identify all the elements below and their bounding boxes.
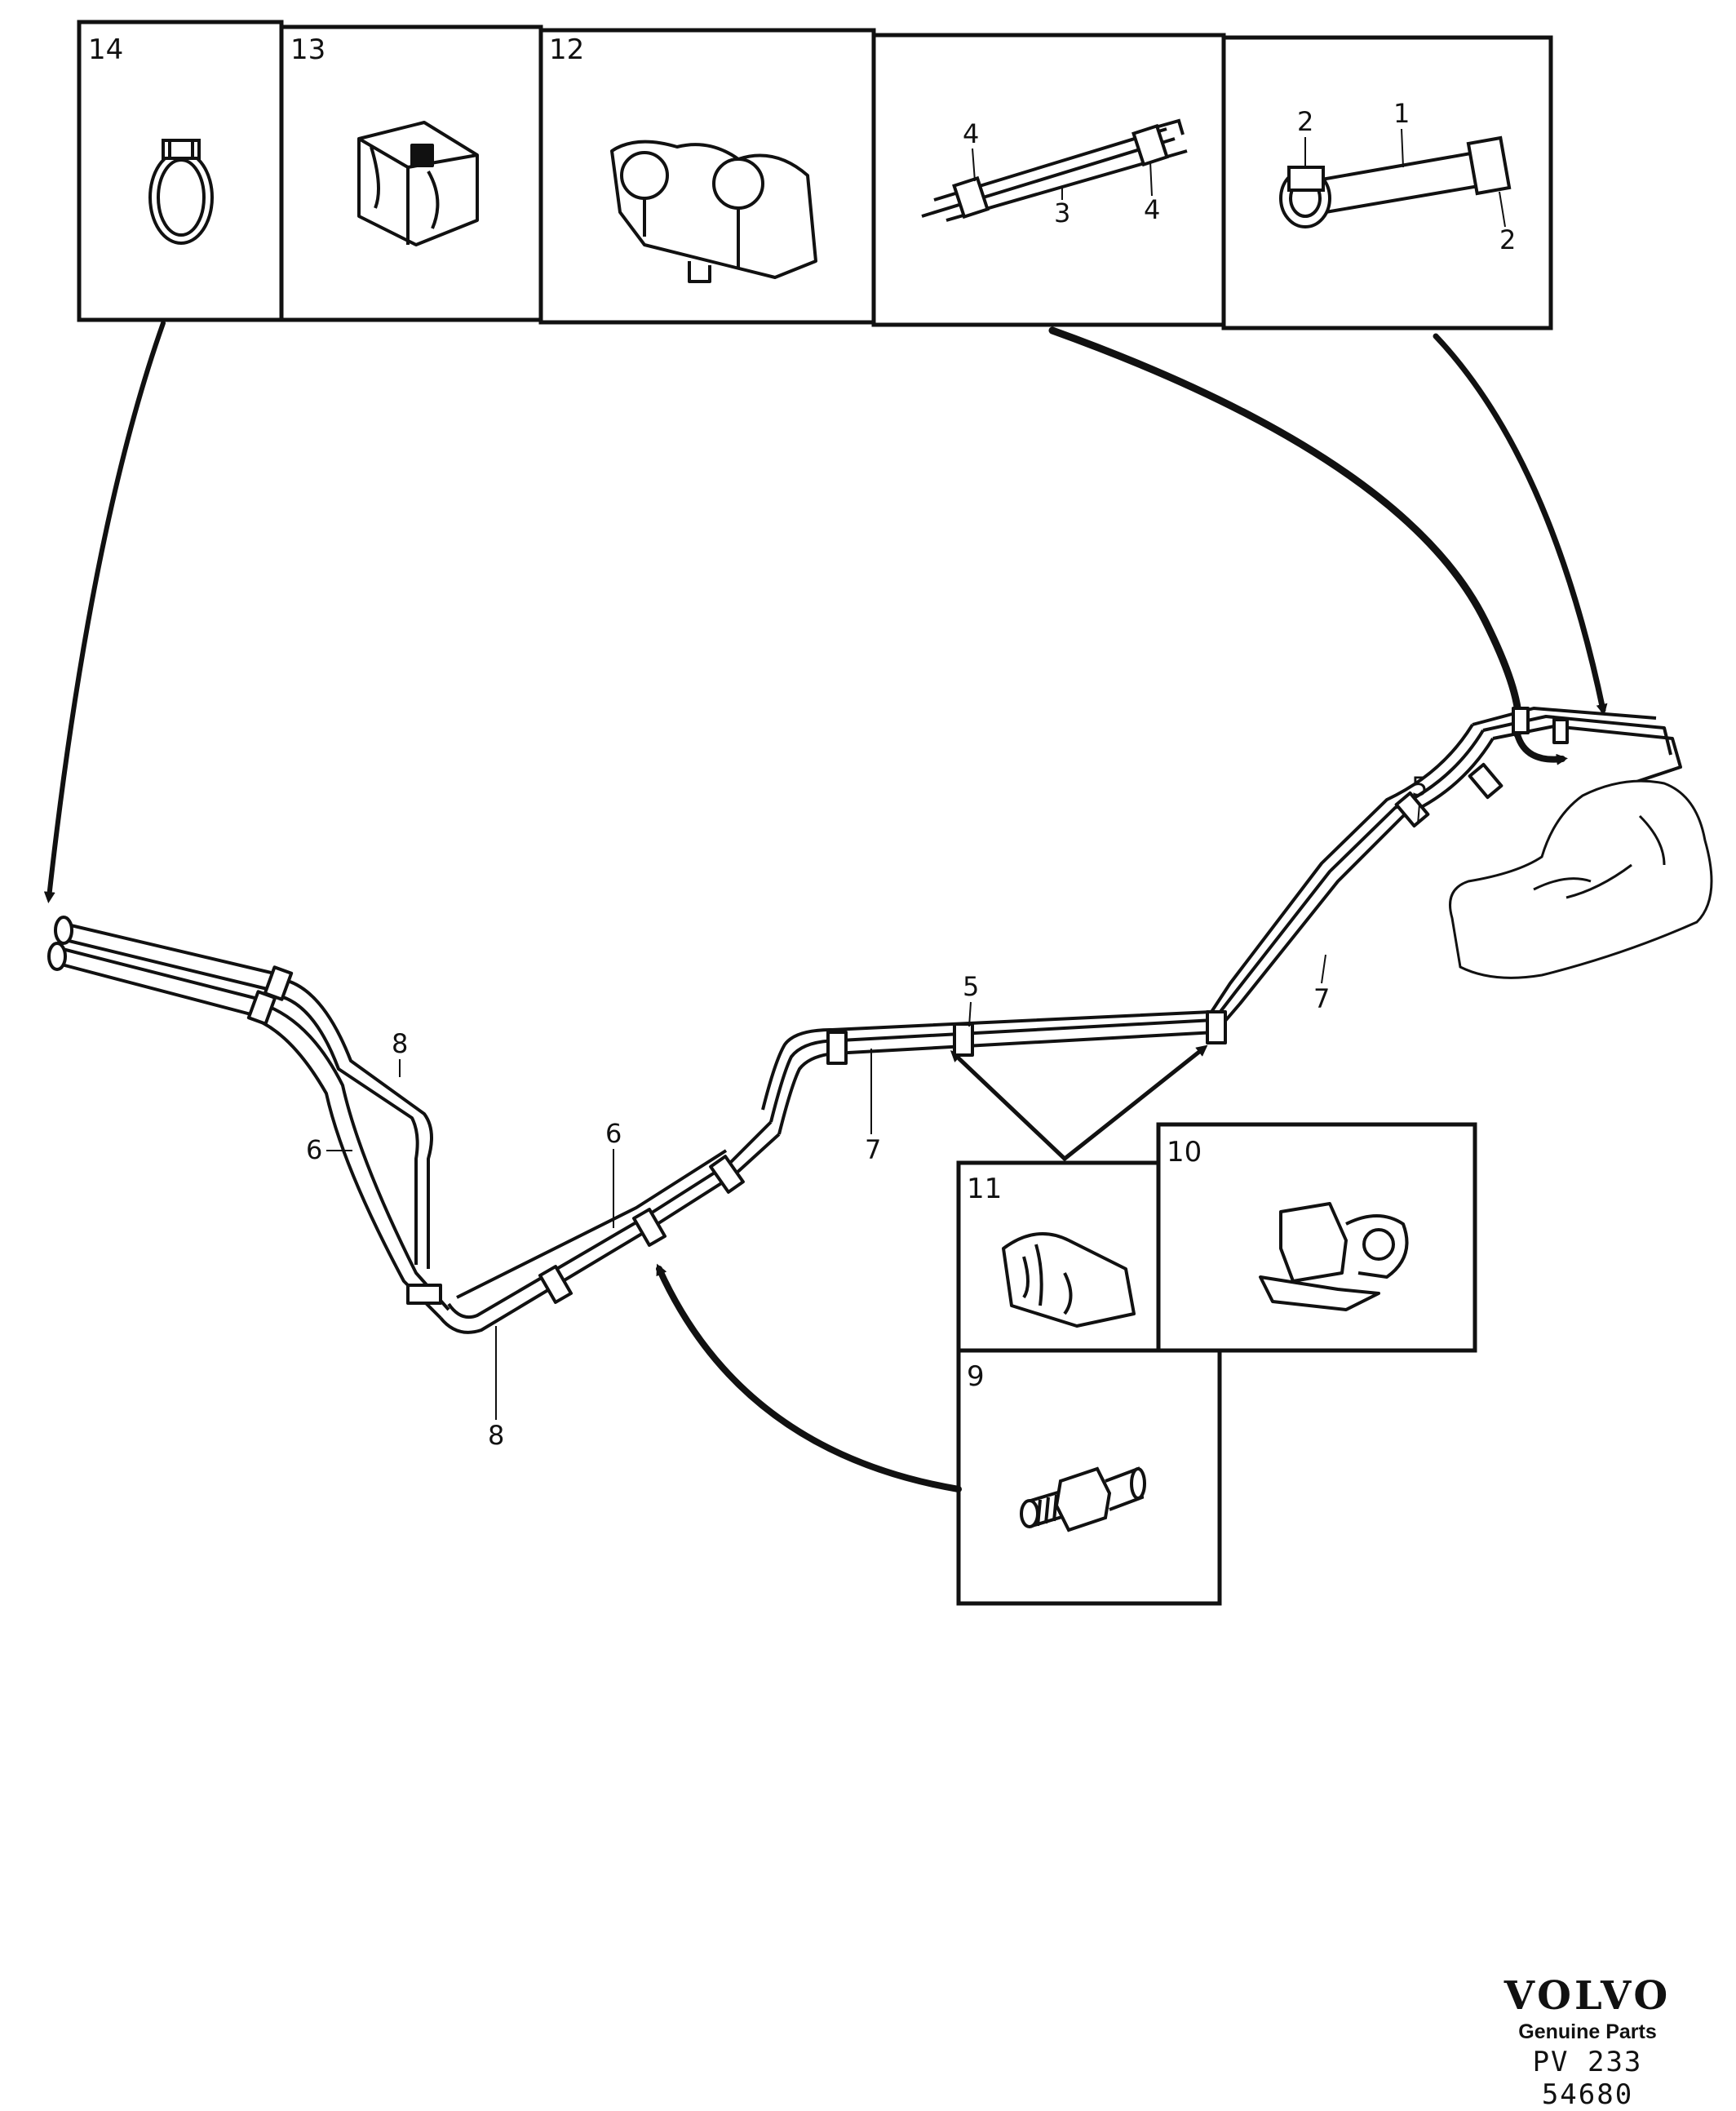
fuel-tank [1449, 779, 1713, 979]
panel-fuel-hose-with-clamps [1221, 35, 1553, 330]
volvo-brand-block: VOLVO Genuine Parts PV 233 54680 [1481, 1973, 1694, 2111]
callout-2b: 2 [1499, 224, 1516, 255]
panel-10-number: 10 [1167, 1136, 1202, 1169]
bracket-clip-part-10 [1259, 1202, 1409, 1311]
panel-fuel-pipe-with-clamps [871, 33, 1226, 327]
volvo-logo: VOLVO [1504, 1973, 1672, 2019]
hose-clamp-part [148, 139, 214, 245]
pipe-assembly-part [921, 118, 1188, 222]
callout-3: 3 [1054, 197, 1070, 228]
panel-10 [1156, 1122, 1477, 1353]
callout-1: 1 [1393, 98, 1410, 129]
panel-14-number: 14 [88, 33, 123, 66]
panel-12-number: 12 [549, 33, 584, 66]
callout-4b: 4 [1144, 194, 1160, 225]
callout-6b: 6 [605, 1118, 622, 1149]
callout-8a: 8 [392, 1028, 408, 1059]
panel-14 [77, 20, 284, 322]
callout-5a: 5 [1411, 771, 1428, 802]
panel-9-number: 9 [967, 1360, 985, 1393]
panel-11-number: 11 [967, 1173, 1002, 1205]
double-clip-part-11 [1002, 1232, 1136, 1328]
clip-part-13 [357, 121, 479, 246]
union-fitting-part-9 [1020, 1466, 1146, 1532]
illustration-code: PV 233 54680 [1532, 2046, 1643, 2111]
callout-5b: 5 [963, 971, 979, 1002]
panel-9 [956, 1348, 1222, 1606]
panel-13-number: 13 [290, 33, 326, 66]
callout-8b: 8 [488, 1420, 504, 1451]
genuine-parts-label: Genuine Parts [1518, 2020, 1657, 2043]
lower-panels [956, 1122, 1477, 1606]
top-panel-strip [77, 20, 1553, 330]
hose-assembly-part [1279, 135, 1512, 228]
fuel-line-routing [47, 707, 1682, 1334]
double-clip-part-12 [610, 140, 817, 283]
callout-7b: 7 [865, 1134, 881, 1165]
callout-7a: 7 [1313, 983, 1330, 1014]
callout-2a: 2 [1297, 106, 1313, 137]
pointer-arrows [43, 321, 1608, 1492]
callout-6a: 6 [306, 1134, 322, 1165]
callout-4a: 4 [963, 118, 979, 149]
